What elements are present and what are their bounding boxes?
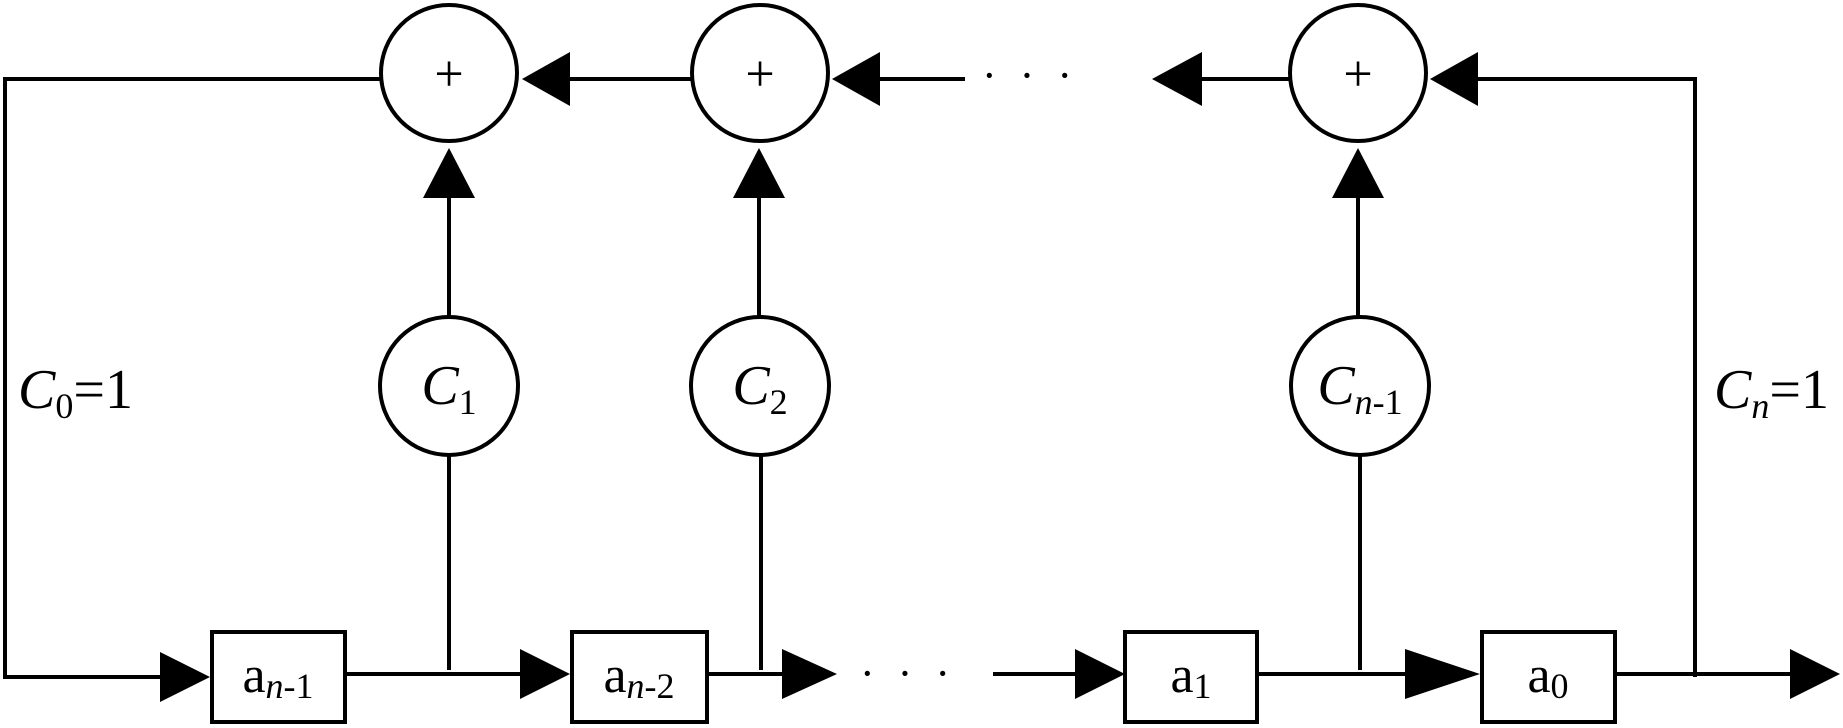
right-feedback-wire xyxy=(1470,77,1697,677)
left-feedback-label: C0=1 xyxy=(18,359,133,426)
right-feedback-base: C xyxy=(1714,359,1752,421)
adder-n: + xyxy=(1288,3,1428,143)
right-feedback-label: Cn=1 xyxy=(1714,359,1829,426)
arrow-into-adder1 xyxy=(522,52,570,106)
arrow-c1-up xyxy=(423,148,475,198)
left-feedback-base: C xyxy=(18,359,56,421)
adder-n-symbol: + xyxy=(1343,46,1372,103)
adder-1-symbol: + xyxy=(434,46,463,103)
register-an-2: an-2 xyxy=(570,630,709,724)
coefficient-cn-1-sub-num: -1 xyxy=(1373,382,1403,422)
wires xyxy=(3,77,1790,679)
svg-text:Cn-1: Cn-1 xyxy=(1317,355,1402,422)
register-an-2-base: a xyxy=(603,647,626,704)
ellipsis-bottom: · · · xyxy=(860,649,956,698)
left-feedback-eq: =1 xyxy=(73,359,133,421)
right-feedback-sub: n xyxy=(1751,386,1769,426)
arrow-before-dots xyxy=(1152,52,1202,106)
arrow-after-reg2 xyxy=(782,649,837,699)
register-an-1-sub-var: n xyxy=(266,666,284,706)
arrow-cn1-up xyxy=(1332,148,1384,198)
svg-text:C1: C1 xyxy=(421,355,476,422)
arrow-c2-up xyxy=(733,148,785,198)
svg-text:an-2: an-2 xyxy=(603,647,674,706)
arrow-into-adder2 xyxy=(832,52,880,106)
coefficient-c2-base: C xyxy=(732,355,770,417)
coefficient-c1-base: C xyxy=(421,355,459,417)
svg-text:C2: C2 xyxy=(732,355,787,422)
register-a0-sub: 0 xyxy=(1551,666,1569,706)
arrow-into-addern xyxy=(1430,52,1478,106)
right-feedback-eq: =1 xyxy=(1769,359,1829,421)
arrowheads xyxy=(160,52,1840,702)
left-feedback-sub: 0 xyxy=(55,386,73,426)
left-feedback-wire xyxy=(3,77,383,679)
arrow-into-reg1 xyxy=(160,652,210,702)
register-an-1-base: a xyxy=(242,647,265,704)
register-an-2-sub-var: n xyxy=(627,666,645,706)
register-a1: a1 xyxy=(1123,630,1259,724)
coefficient-cn-1-sub-var: n xyxy=(1355,382,1373,422)
adder-2-symbol: + xyxy=(745,46,774,103)
coefficient-c2-sub: 2 xyxy=(770,382,788,422)
register-a1-base: a xyxy=(1170,647,1193,704)
register-an-2-sub-num: -2 xyxy=(645,666,675,706)
arrow-into-reg2 xyxy=(520,649,570,699)
adder-1: + xyxy=(379,3,519,143)
register-a0: a0 xyxy=(1480,630,1617,724)
coefficient-c1-sub: 1 xyxy=(459,382,477,422)
svg-text:a1: a1 xyxy=(1170,647,1211,706)
ellipsis-top: · · · xyxy=(982,51,1078,100)
coefficient-c2: C2 xyxy=(689,315,831,457)
coefficient-cn-1-base: C xyxy=(1317,355,1355,417)
arrow-into-reg4 xyxy=(1405,649,1480,699)
register-a1-sub: 1 xyxy=(1194,666,1212,706)
arrow-output xyxy=(1790,649,1840,699)
register-a0-base: a xyxy=(1527,647,1550,704)
svg-text:an-1: an-1 xyxy=(242,647,313,706)
coefficient-c1: C1 xyxy=(378,315,520,457)
register-an-1: an-1 xyxy=(210,630,347,724)
adder-2: + xyxy=(690,3,830,143)
svg-text:a0: a0 xyxy=(1527,647,1568,706)
coefficient-cn-1: Cn-1 xyxy=(1289,315,1431,457)
arrow-into-reg3 xyxy=(1075,649,1125,699)
register-an-1-sub-num: -1 xyxy=(284,666,314,706)
